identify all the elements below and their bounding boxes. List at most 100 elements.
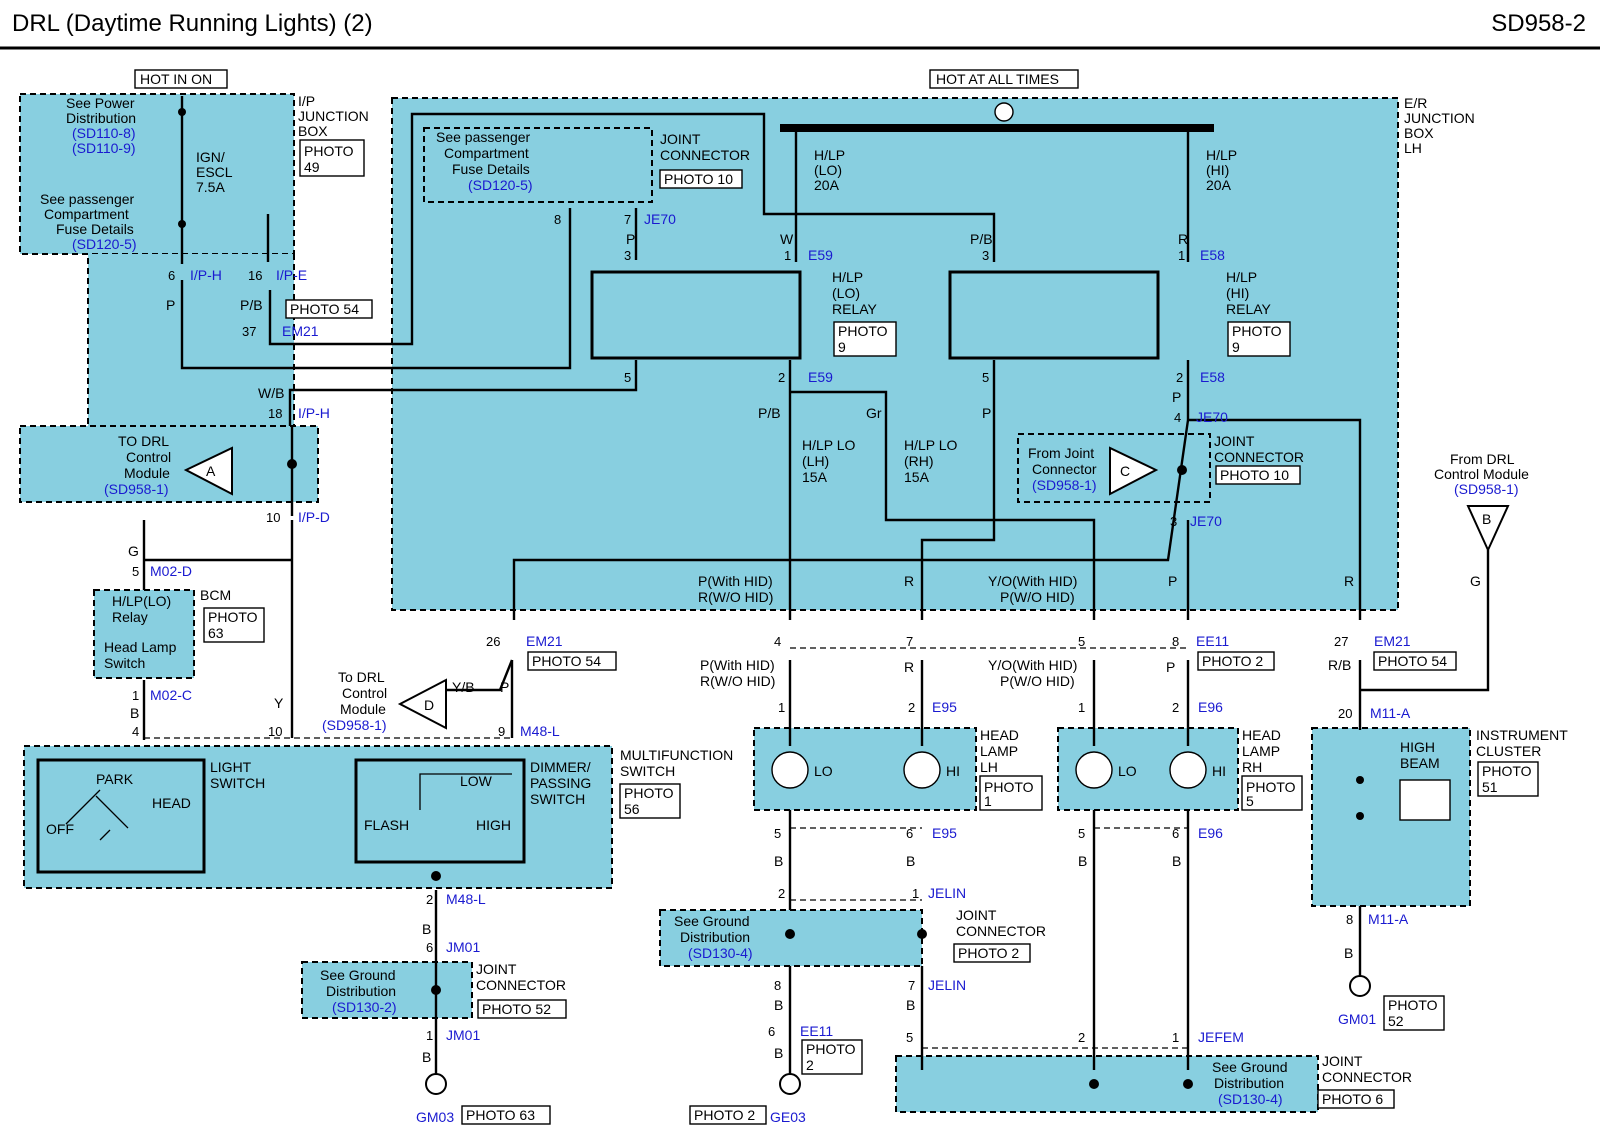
svg-text:R(W/O HID): R(W/O HID) — [700, 673, 775, 689]
wire-wb — [288, 360, 638, 426]
svg-text:To DRL: To DRL — [338, 669, 385, 685]
svg-text:1: 1 — [778, 700, 785, 715]
svg-text:5: 5 — [982, 370, 989, 385]
svg-text:B: B — [1078, 853, 1087, 869]
wire-hi — [1186, 360, 1362, 746]
wire-iph — [180, 96, 572, 370]
svg-text:CONNECTOR: CONNECTOR — [956, 923, 1046, 939]
svg-text:6: 6 — [168, 268, 175, 283]
svg-text:PHOTO 54: PHOTO 54 — [290, 301, 359, 317]
svg-text:(SD120-5): (SD120-5) — [72, 236, 137, 252]
svg-text:PHOTO: PHOTO — [624, 785, 674, 801]
svg-text:2: 2 — [908, 700, 915, 715]
svg-text:BOX: BOX — [298, 123, 328, 139]
svg-text:7: 7 — [624, 212, 631, 227]
light-switch[interactable] — [36, 758, 206, 874]
svg-text:18: 18 — [268, 406, 282, 421]
svg-text:P: P — [982, 405, 991, 421]
svg-text:Module: Module — [124, 465, 170, 481]
svg-text:Connector: Connector — [1032, 461, 1097, 477]
svg-text:(SD958-1): (SD958-1) — [104, 481, 169, 497]
svg-text:B: B — [1344, 945, 1353, 961]
svg-text:6: 6 — [906, 826, 913, 841]
svg-text:20A: 20A — [1206, 177, 1232, 193]
svg-text:9: 9 — [838, 339, 846, 355]
ground-gm01-icon — [1349, 975, 1371, 997]
svg-text:HEAD: HEAD — [152, 795, 191, 811]
svg-text:R: R — [904, 659, 914, 675]
svg-text:IGN/: IGN/ — [196, 149, 225, 165]
svg-text:EM21: EM21 — [1374, 633, 1411, 649]
svg-text:R/B: R/B — [1328, 657, 1351, 673]
svg-text:PHOTO: PHOTO — [208, 609, 258, 625]
svg-text:E58: E58 — [1200, 247, 1225, 263]
head-lamp-rh-box — [1057, 727, 1239, 811]
svg-text:JUNCTION: JUNCTION — [1404, 110, 1475, 126]
svg-text:CONNECTOR: CONNECTOR — [476, 977, 566, 993]
svg-text:49: 49 — [304, 159, 320, 175]
svg-text:1: 1 — [426, 1028, 433, 1043]
svg-text:8: 8 — [1172, 634, 1179, 649]
svg-text:JOINT: JOINT — [660, 131, 701, 147]
svg-text:10: 10 — [266, 510, 280, 525]
svg-text:Fuse Details: Fuse Details — [452, 161, 530, 177]
svg-text:E/R: E/R — [1404, 95, 1427, 111]
svg-text:PHOTO 2: PHOTO 2 — [694, 1107, 755, 1123]
svg-text:1: 1 — [1078, 700, 1085, 715]
svg-text:M48-L: M48-L — [520, 723, 560, 739]
head-lamp-rh-hi-icon — [1169, 751, 1207, 789]
svg-text:Control: Control — [342, 685, 387, 701]
svg-text:1: 1 — [784, 248, 791, 263]
svg-text:5: 5 — [624, 370, 631, 385]
svg-text:PHOTO: PHOTO — [304, 143, 354, 159]
svg-text:RELAY: RELAY — [1226, 301, 1272, 317]
svg-text:(SD958-1): (SD958-1) — [1032, 477, 1097, 493]
page-title: DRL (Daytime Running Lights) (2) — [12, 10, 373, 37]
svg-text:See Ground: See Ground — [320, 967, 396, 983]
svg-text:LO: LO — [1118, 763, 1137, 779]
dimmer-passing-switch[interactable] — [354, 758, 526, 864]
svg-text:M11-A: M11-A — [1368, 911, 1409, 927]
svg-text:I/P-H: I/P-H — [190, 267, 222, 283]
high-beam-indicator-icon — [1399, 779, 1451, 821]
svg-text:PHOTO 52: PHOTO 52 — [482, 1001, 551, 1017]
svg-text:5: 5 — [132, 564, 139, 579]
svg-text:1: 1 — [984, 793, 992, 809]
svg-text:(SD120-5): (SD120-5) — [468, 177, 533, 193]
svg-text:G: G — [128, 543, 139, 559]
ip-junction-box — [19, 93, 295, 255]
ground-gm03-icon — [425, 1073, 447, 1095]
battery-bus — [780, 124, 1214, 132]
svg-text:P(W/O HID): P(W/O HID) — [1000, 673, 1075, 689]
svg-text:51: 51 — [1482, 779, 1498, 795]
svg-text:INSTRUMENT: INSTRUMENT — [1476, 727, 1568, 743]
svg-text:M11-A: M11-A — [1370, 705, 1411, 721]
svg-text:EM21: EM21 — [526, 633, 563, 649]
joint-jefem-box — [895, 1055, 1319, 1113]
svg-text:P/B: P/B — [240, 297, 263, 313]
svg-text:27: 27 — [1334, 634, 1348, 649]
svg-text:B: B — [130, 705, 139, 721]
svg-text:LIGHT: LIGHT — [210, 759, 252, 775]
svg-text:H/LP: H/LP — [1206, 147, 1237, 163]
wire-fuse-feeds — [794, 132, 1190, 262]
svg-text:LAMP: LAMP — [980, 743, 1018, 759]
svg-text:From DRL: From DRL — [1450, 451, 1515, 467]
wire-p-dimmer — [510, 419, 1190, 738]
svg-text:LH: LH — [980, 759, 998, 775]
svg-text:GE03: GE03 — [770, 1109, 806, 1125]
svg-text:(SD958-1): (SD958-1) — [322, 717, 387, 733]
svg-text:CONNECTOR: CONNECTOR — [1214, 449, 1304, 465]
svg-text:(LO): (LO) — [832, 285, 860, 301]
svg-text:5: 5 — [774, 826, 781, 841]
svg-text:PHOTO 2: PHOTO 2 — [958, 945, 1019, 961]
svg-text:JM01: JM01 — [446, 1027, 480, 1043]
svg-text:7: 7 — [906, 634, 913, 649]
svg-text:GM03: GM03 — [416, 1109, 454, 1125]
svg-text:E96: E96 — [1198, 825, 1223, 841]
svg-text:Gr: Gr — [866, 405, 882, 421]
svg-text:PHOTO: PHOTO — [1482, 763, 1532, 779]
svg-text:R: R — [1344, 573, 1354, 589]
svg-text:PHOTO 6: PHOTO 6 — [1322, 1091, 1383, 1107]
svg-text:5: 5 — [906, 1030, 913, 1045]
